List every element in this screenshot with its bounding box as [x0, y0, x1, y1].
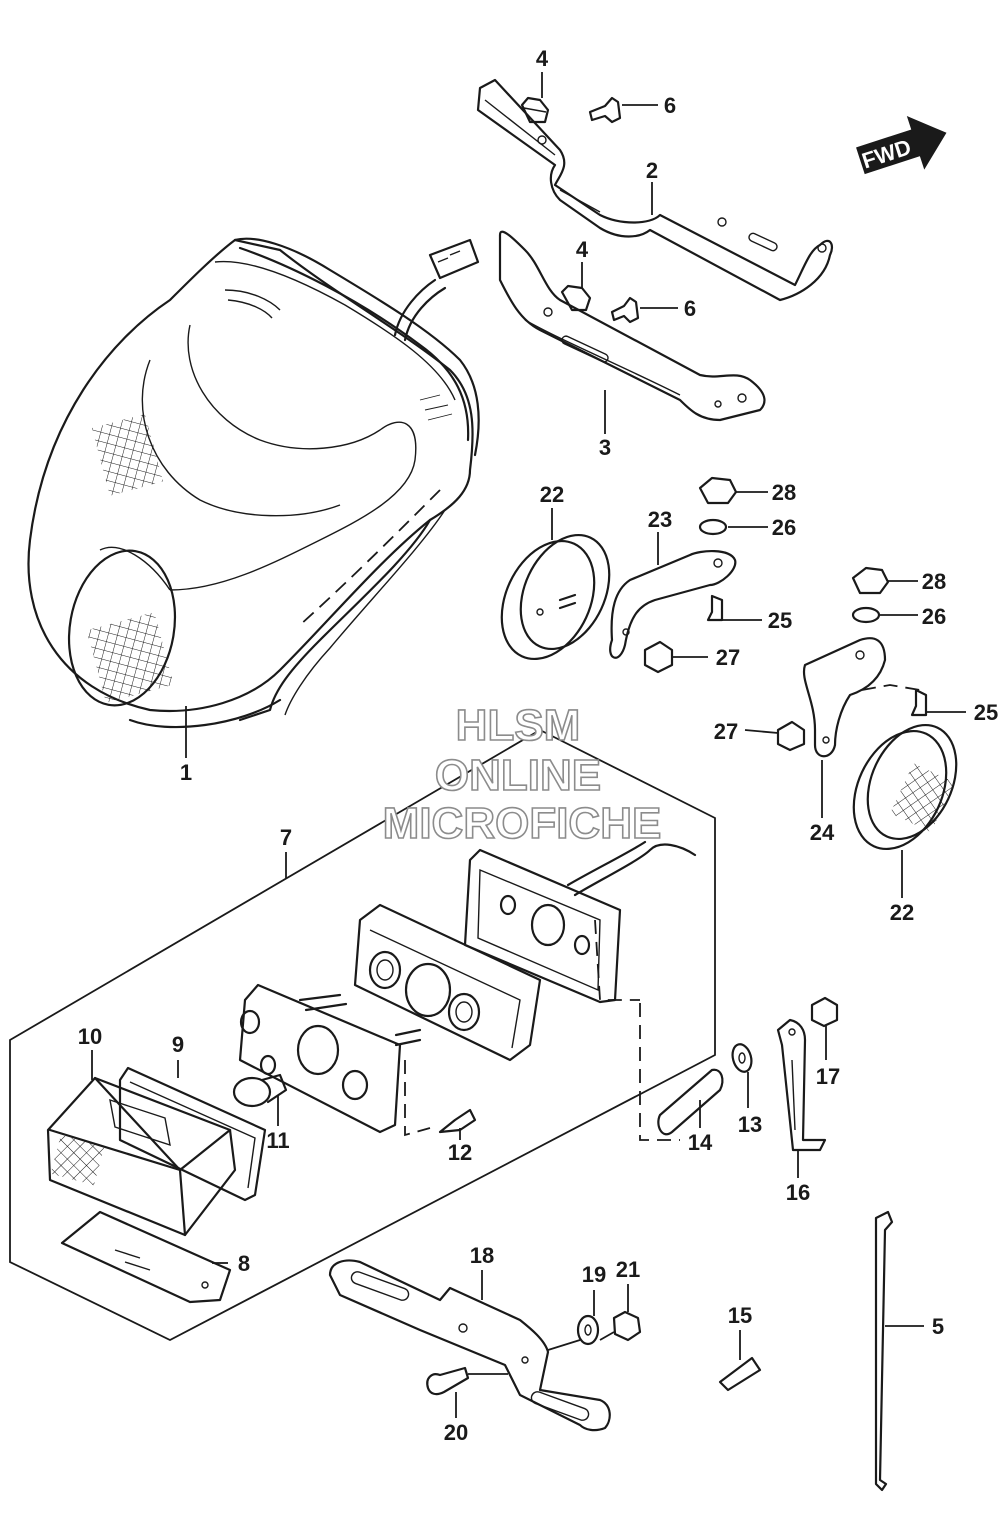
tail-light-gasket — [463, 840, 697, 1004]
watermark-line-2: ONLINE — [435, 751, 601, 800]
screw-12 — [438, 1108, 477, 1134]
washer-26-right — [851, 606, 881, 624]
callout-10: 10 — [78, 1024, 102, 1049]
assembly-guide-line-socket — [404, 1060, 431, 1137]
callout-6-upper: 6 — [664, 93, 676, 118]
bracket-lower — [498, 230, 766, 422]
callout-19: 19 — [582, 1262, 606, 1287]
nut-21 — [612, 1310, 642, 1342]
rubber-cushion-15 — [718, 1356, 762, 1392]
callout-14: 14 — [688, 1130, 713, 1155]
callout-16: 16 — [786, 1180, 810, 1205]
callout-28-right: 28 — [922, 569, 946, 594]
screw-25-right — [910, 688, 928, 717]
callout-26-left: 26 — [772, 515, 796, 540]
callout-12: 12 — [448, 1140, 472, 1165]
callout-25-right: 25 — [974, 700, 998, 725]
callout-9: 9 — [172, 1032, 184, 1057]
headlight-assembly — [27, 237, 480, 729]
bracket-16 — [776, 1018, 827, 1152]
callout-11: 11 — [266, 1128, 289, 1153]
signal-bracket-23 — [609, 550, 737, 659]
cable-tie-5 — [874, 1210, 894, 1492]
callout-27-right: 27 — [714, 719, 738, 744]
callout-27-left: 27 — [716, 645, 740, 670]
tail-light-assembly-frame — [9, 728, 716, 1342]
callout-25-left: 25 — [768, 608, 792, 633]
callout-22-right: 22 — [890, 900, 914, 925]
bulb — [232, 1073, 288, 1108]
callout-20: 20 — [444, 1420, 468, 1445]
callout-6-lower: 6 — [684, 296, 696, 321]
callout-28-left: 28 — [772, 480, 796, 505]
watermark: HLSM ONLINE MICROFICHE — [382, 700, 662, 849]
callout-13: 13 — [738, 1112, 762, 1137]
callout-7: 7 — [280, 825, 292, 850]
washer-26-left — [698, 518, 728, 536]
watermark-line-3: MICROFICHE — [383, 799, 662, 848]
fwd-direction-arrow: FWD — [856, 116, 947, 175]
bolt-4-lower — [560, 284, 592, 312]
screw-6-upper — [588, 96, 622, 124]
bracket-upper — [476, 78, 834, 302]
fwd-label: FWD — [859, 134, 914, 173]
nut-28-left — [698, 476, 738, 505]
watermark-line-1: HLSM — [456, 701, 581, 750]
bolt-4-upper — [520, 96, 550, 124]
callout-18: 18 — [470, 1243, 494, 1268]
screw-25-left — [706, 594, 724, 622]
assembly-guide-line — [639, 1003, 680, 1141]
lens-gasket — [118, 1066, 267, 1202]
callout-15: 15 — [728, 1303, 752, 1328]
license-plate-bracket — [328, 1259, 611, 1432]
bulb-socket-plate — [238, 983, 422, 1134]
callout-numbers: 4 6 2 4 6 3 1 22 23 28 26 25 27 28 26 25… — [78, 46, 998, 1445]
callout-21: 21 — [616, 1257, 640, 1282]
screw-6-lower — [610, 296, 640, 324]
turn-signal-left — [500, 533, 611, 661]
nut-27-right — [776, 720, 806, 752]
tail-light-lens — [46, 1076, 237, 1237]
callout-24: 24 — [810, 820, 835, 845]
reflector-plate — [60, 1210, 232, 1304]
callout-8: 8 — [238, 1251, 250, 1276]
tail-light-housing — [353, 903, 542, 1062]
bolt-20 — [426, 1366, 470, 1396]
nut-17 — [810, 996, 839, 1028]
callout-17: 17 — [816, 1064, 840, 1089]
callout-4-upper: 4 — [536, 46, 549, 71]
signal-guide-line — [861, 684, 921, 691]
nut-27-left — [643, 640, 674, 674]
washer-19 — [576, 1314, 600, 1346]
callout-1: 1 — [180, 760, 192, 785]
callout-2: 2 — [646, 158, 658, 183]
nut-28-right — [851, 566, 890, 595]
callout-23: 23 — [648, 507, 672, 532]
turn-signal-right — [852, 723, 958, 851]
callout-3: 3 — [599, 435, 611, 460]
callout-26-right: 26 — [922, 604, 946, 629]
callout-5: 5 — [932, 1314, 944, 1339]
washer-13 — [731, 1043, 753, 1073]
assembly-guide-line-gasket — [594, 919, 640, 1001]
callout-22-left: 22 — [540, 482, 564, 507]
callout-4-lower: 4 — [576, 237, 589, 262]
leader-lines — [91, 72, 966, 1418]
signal-bracket-24 — [802, 637, 887, 758]
collar-14 — [657, 1068, 724, 1136]
